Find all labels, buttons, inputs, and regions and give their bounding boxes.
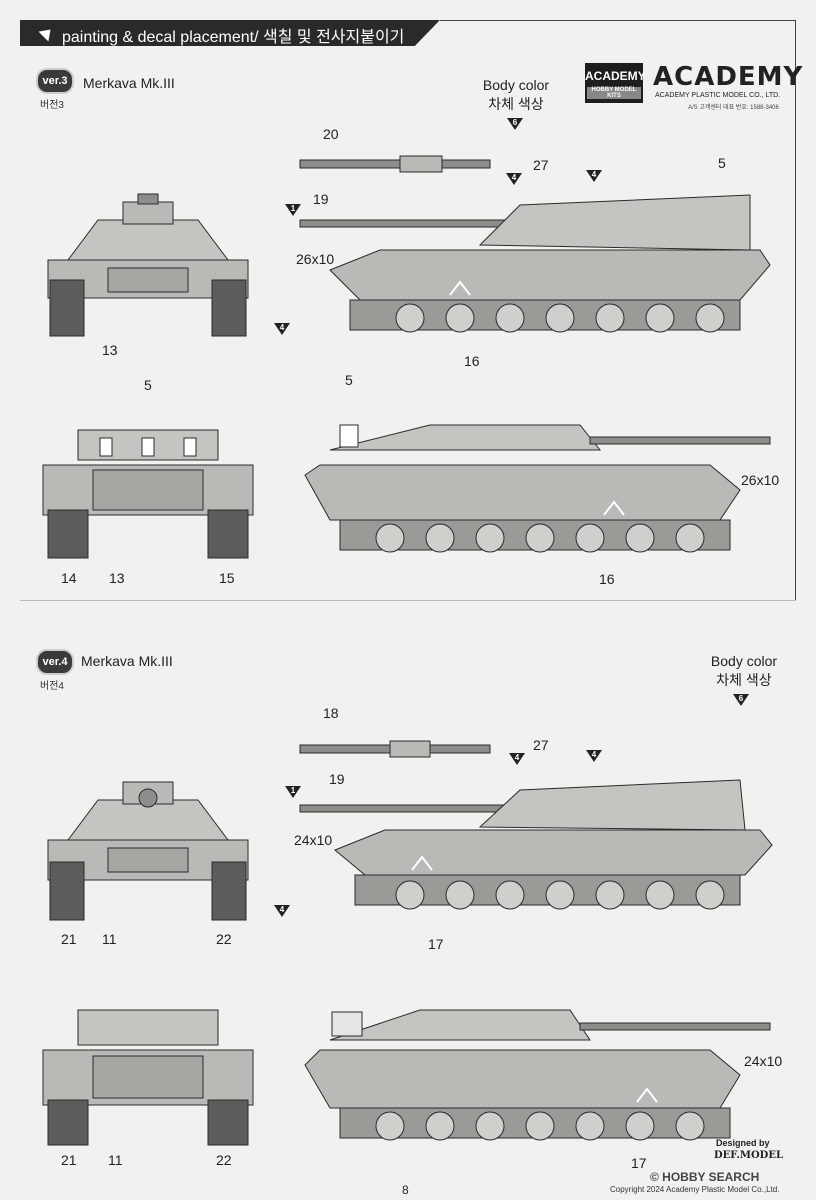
paint-marker-icon: 4: [274, 323, 290, 335]
body-color-ko: 차체 색상: [716, 672, 772, 688]
model-name: Merkava Mk.III: [83, 75, 175, 91]
paint-marker-icon: 6: [507, 118, 523, 130]
label-26x10: 26x10: [296, 251, 335, 267]
tank-rear-view: [42, 1009, 254, 1146]
paint-marker-icon: 4: [509, 753, 525, 765]
section-title: painting & decal placement/ 색칠 및 전사지붙이기: [62, 29, 405, 46]
section-header-bar: [20, 20, 440, 46]
label-16: 16: [599, 571, 615, 587]
paint-number: 4: [591, 170, 597, 179]
version-badge: ver.3: [36, 68, 74, 94]
label-21: 21: [61, 931, 77, 947]
label-21: 21: [61, 1152, 77, 1168]
paint-marker-icon: 1: [285, 786, 301, 798]
label-11: 11: [108, 1152, 123, 1168]
label-5: 5: [144, 377, 152, 393]
label-27: 27: [533, 157, 549, 173]
body-color-ko: 차체 색상: [488, 96, 544, 112]
paint-number: 4: [279, 323, 285, 332]
body-color-en: Body color: [482, 77, 550, 93]
label-5: 5: [345, 372, 353, 388]
label-19: 19: [313, 191, 329, 207]
label-15: 15: [219, 570, 235, 586]
designer-logo: DEF.MODEL: [714, 1150, 783, 1161]
header-rule: [440, 20, 796, 21]
label-26x10: 26x10: [741, 472, 780, 488]
label-13: 13: [109, 570, 125, 586]
tank-side-view: [299, 155, 771, 333]
section-divider: [20, 600, 796, 601]
tank-front-view: [47, 193, 249, 337]
model-name: Merkava Mk.III: [81, 653, 173, 669]
label-14: 14: [61, 570, 77, 586]
label-22: 22: [216, 931, 232, 947]
label-5: 5: [718, 155, 726, 171]
paint-number: 6: [738, 694, 744, 703]
service-number: A/S 고객센터 대표 번호: 1588-3406: [688, 105, 779, 111]
paint-number: 4: [514, 753, 520, 762]
paint-number: 6: [512, 118, 518, 127]
hobbysearch-watermark: © HOBBY SEARCH: [650, 1170, 760, 1184]
copyright-text: Copyright 2024 Academy Plastic Model Co.…: [610, 1185, 780, 1194]
paint-marker-icon: 4: [586, 750, 602, 762]
academy-box-logo: ACADEMY HOBBY MODEL KITS: [585, 63, 646, 103]
tank-rear-view: [42, 429, 254, 559]
label-27: 27: [533, 737, 549, 753]
paint-marker-icon: 4: [274, 905, 290, 917]
label-24x10: 24x10: [744, 1053, 783, 1069]
body-color-label: Body color 차체 색상: [700, 652, 788, 690]
paint-number: 4: [279, 905, 285, 914]
frame-rule-right: [795, 20, 796, 600]
version-badge: ver.4: [36, 649, 74, 675]
label-19: 19: [329, 771, 345, 787]
body-color-label: Body color 차체 색상: [472, 76, 560, 114]
paint-marker-icon: 1: [285, 204, 301, 216]
paint-marker-icon: 4: [506, 173, 522, 185]
body-color-en: Body color: [710, 653, 778, 669]
paint-number: 4: [591, 750, 597, 759]
label-13: 13: [102, 342, 118, 358]
label-16: 16: [464, 353, 480, 369]
paint-number: 1: [290, 204, 296, 213]
tank-side-view: [299, 740, 773, 910]
tank-side-view-left: [304, 1009, 771, 1141]
label-11: 11: [102, 931, 117, 947]
label-20: 20: [323, 126, 339, 142]
label-17: 17: [631, 1155, 647, 1171]
tank-side-view-left: [304, 424, 771, 553]
logo-box-label: ACADEMY: [585, 69, 646, 83]
logo-box-sub: HOBBY MODEL KITS: [587, 87, 641, 99]
label-24x10: 24x10: [294, 832, 333, 848]
designed-by-label: Designed by: [716, 1138, 770, 1148]
label-22: 22: [216, 1152, 232, 1168]
version-badge-sub: 버전4: [40, 681, 64, 692]
paint-marker-icon: 4: [586, 170, 602, 182]
company-name: ACADEMY PLASTIC MODEL CO., LTD.: [655, 92, 781, 99]
label-18: 18: [323, 705, 339, 721]
paint-marker-icon: 6: [733, 694, 749, 706]
academy-wordmark: ACADEMY: [653, 62, 804, 92]
label-17: 17: [428, 936, 444, 952]
tank-front-view: [47, 781, 249, 921]
paint-number: 4: [511, 173, 517, 182]
paint-number: 1: [290, 786, 296, 795]
page-number: 8: [402, 1183, 409, 1197]
version-badge-sub: 버전3: [40, 100, 64, 111]
